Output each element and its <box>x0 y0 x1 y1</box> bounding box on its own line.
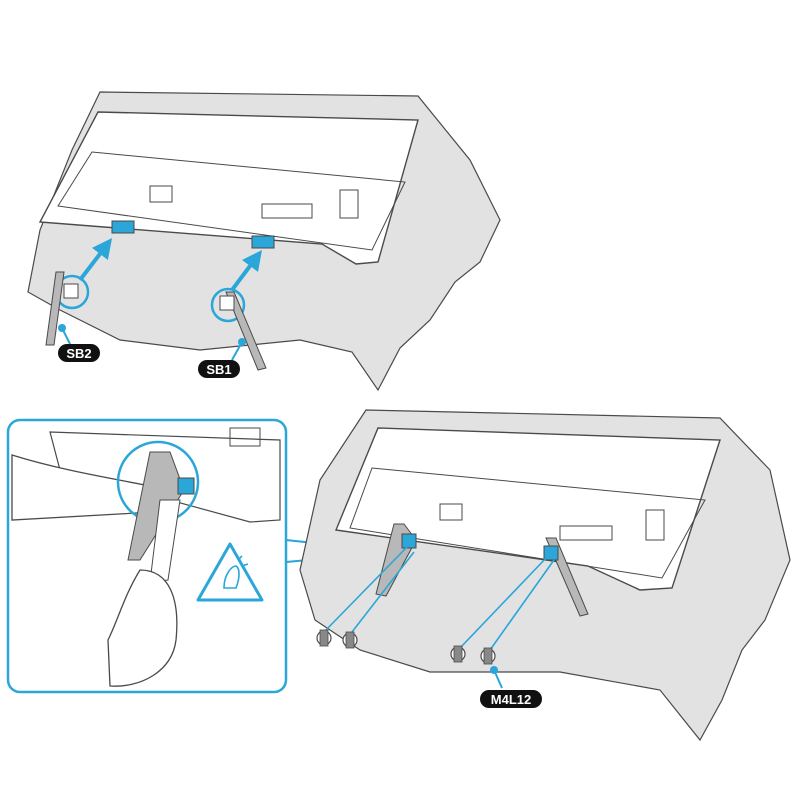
label-m4l12-text: M4L12 <box>491 692 531 707</box>
screw-icon <box>450 645 466 663</box>
label-sb2-text: SB2 <box>66 346 91 361</box>
tv-panel-top <box>57 151 406 251</box>
hand-screwdriver-icon <box>107 569 178 687</box>
step-top-attach-brackets: SB2 SB1 <box>27 91 501 392</box>
tv-panel-bottom <box>349 467 706 579</box>
screw-icon <box>316 629 332 647</box>
tv-port-bottom <box>439 503 463 521</box>
step-bottom-fasten-screws: M4L12 <box>299 409 791 742</box>
label-sb2: SB2 <box>58 324 100 362</box>
insert-arrow-icon <box>230 250 262 292</box>
label-m4l12: M4L12 <box>480 666 542 708</box>
screw-icon <box>342 631 358 649</box>
tv-terminal-bottom <box>559 525 613 541</box>
mount-slot-left <box>111 220 135 234</box>
mount-slot-right <box>251 235 275 249</box>
bracket-sb2 <box>45 271 90 346</box>
tv-side-panel-top <box>339 189 359 219</box>
tv-back-bottom <box>335 427 721 591</box>
screw-guide-lines <box>323 545 555 651</box>
bracket-sb1 <box>210 287 267 371</box>
label-sb1: SB1 <box>198 338 246 378</box>
tv-port-top <box>149 185 173 203</box>
inset-detail <box>6 418 399 694</box>
tv-terminal-top <box>261 203 313 219</box>
label-sb1-text: SB1 <box>206 362 231 377</box>
insert-arrow-icon <box>78 238 113 282</box>
pinch-caution-icon <box>196 542 264 602</box>
tv-side-panel-bottom <box>645 509 665 541</box>
screw-icon <box>480 647 496 665</box>
